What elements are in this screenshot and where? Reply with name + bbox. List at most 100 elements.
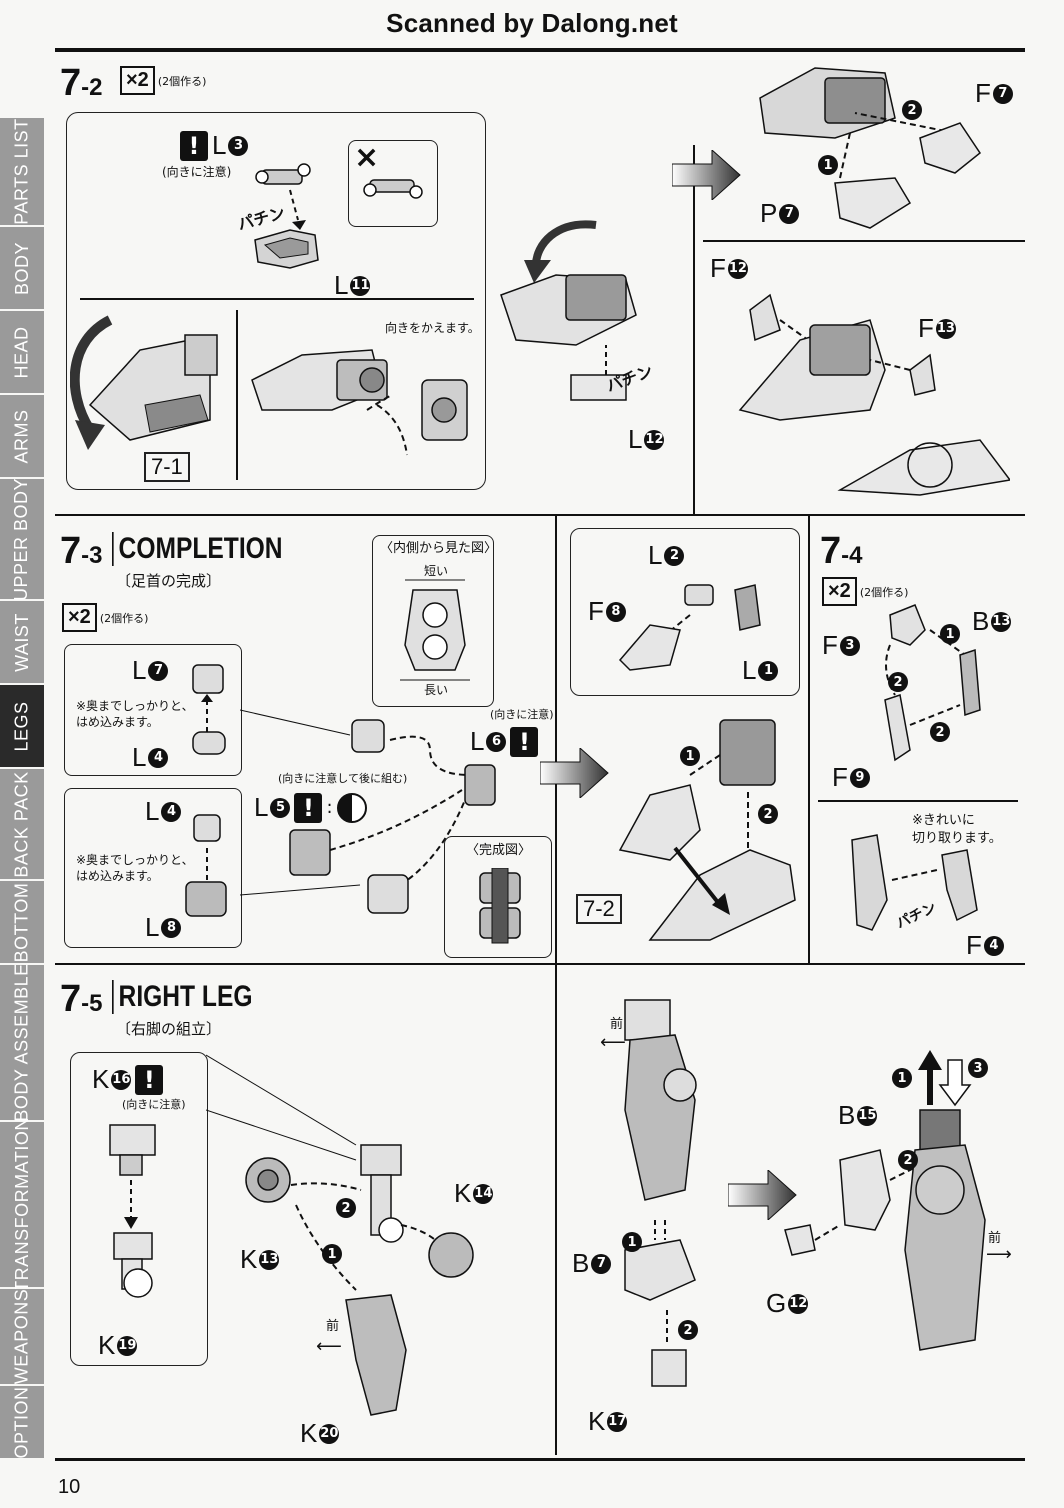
step-7-3-title: COMPLETION [112,532,283,566]
orientation-note: (向きに注意) [162,165,232,179]
heel-parts-illustration [884,604,981,762]
push-note: ※奥までしっかりと、 はめ込みます。 [76,699,194,730]
panel-divider [818,800,1018,802]
step-order-2: 2 [898,1150,918,1170]
ref-box-7-2: 7-2 [576,894,622,924]
tab-waist[interactable]: WAIST [0,601,44,685]
tab-arms[interactable]: ARMS [0,395,44,479]
section-divider [555,516,557,963]
lower-leg-frame-illustration [206,1054,474,1416]
wrong-orientation-box [348,140,438,227]
foot-side-parts-illustration [738,293,1010,496]
step-7-3-number: 7-3 [60,530,103,572]
orientation-note: (向きに注意) [122,1098,186,1111]
tab-transformation[interactable]: TRANSFORMATION [0,1117,44,1292]
long-label: 長い [424,683,449,697]
tab-head[interactable]: HEAD [0,311,44,395]
part-L3-L11-illustration [254,163,319,269]
tab-back-pack[interactable]: BACK PACK [0,769,44,881]
front-label: 前 [988,1231,1002,1246]
step-7-4-number: 7-4 [820,530,863,572]
push-note: ※奥までしっかりと、 はめ込みます。 [76,853,194,884]
tab-weapons[interactable]: WEAPONS [0,1289,44,1386]
step-order-1: 1 [680,746,700,766]
section-divider [55,514,1025,516]
foot-shell-illustration [70,315,218,450]
big-arrow-icon [540,748,609,798]
foot-rotate-illustration [500,220,637,401]
step-7-4-multiplier: ×2 (2個作る) [822,577,908,606]
section-divider [555,965,557,1455]
section-divider [55,963,1025,965]
warning-icon: ! [135,1064,164,1095]
heel-assembled-illustration [851,834,978,931]
tab-body[interactable]: BODY [0,227,44,311]
big-arrow-icon [672,150,741,200]
front-arrow-icon: ⟵ [600,1032,626,1053]
warning-icon: ! [510,726,539,757]
turn-note: 向きをかえます。 [385,321,480,335]
joint-part-illustration [192,664,226,755]
knee-joint-illustration [109,1124,156,1298]
panel-divider [80,298,474,300]
ankle-assembly-illustration [240,709,496,914]
joint-part-illustration [185,814,227,917]
step-order-3: 3 [968,1058,988,1078]
step-order-1: 1 [818,155,838,175]
tab-upper-body[interactable]: UPPER BODY [0,477,44,601]
step-order-2: 2 [678,1320,698,1340]
front-arrow-icon: ⟵ [316,1336,342,1357]
section-divider [808,514,810,963]
step-order-2: 2 [758,804,778,824]
foot-front-cover-illustration [759,67,982,229]
tab-bottom[interactable]: BOTTOM [0,881,44,965]
step-order-2: 2 [888,672,908,692]
step-order-1: 1 [622,1232,642,1252]
big-arrow-icon [728,1170,797,1220]
step-order-2: 2 [902,100,922,120]
cross-icon: × [354,140,380,175]
tab-legs[interactable]: LEGS [0,685,44,769]
step-7-2-multiplier: ×2 (2個作る) [120,66,206,95]
tab-body-assemble[interactable]: BODY ASSEMBLE [0,963,44,1122]
step-7-3-subtitle: 〔足首の完成〕 [116,572,222,590]
cover-parts-illustration [618,584,761,671]
panel-divider [236,310,238,480]
page-number: 10 [58,1476,81,1498]
section-divider [703,240,1025,242]
section-divider [693,145,695,515]
ref-box-7-1: 7-1 [144,452,190,482]
tab-option[interactable]: OPTION [0,1386,44,1460]
inner-view-illustration [400,579,470,681]
step-7-5-subtitle: 〔右脚の組立〕 [116,1020,222,1038]
step-order-1: 1 [322,1244,342,1264]
tab-parts-list[interactable]: PARTS LIST [0,118,44,227]
foot-assembly-illustration [251,349,468,456]
scan-credit: Scanned by Dalong.net [386,8,678,38]
step-order-2: 2 [930,722,950,742]
